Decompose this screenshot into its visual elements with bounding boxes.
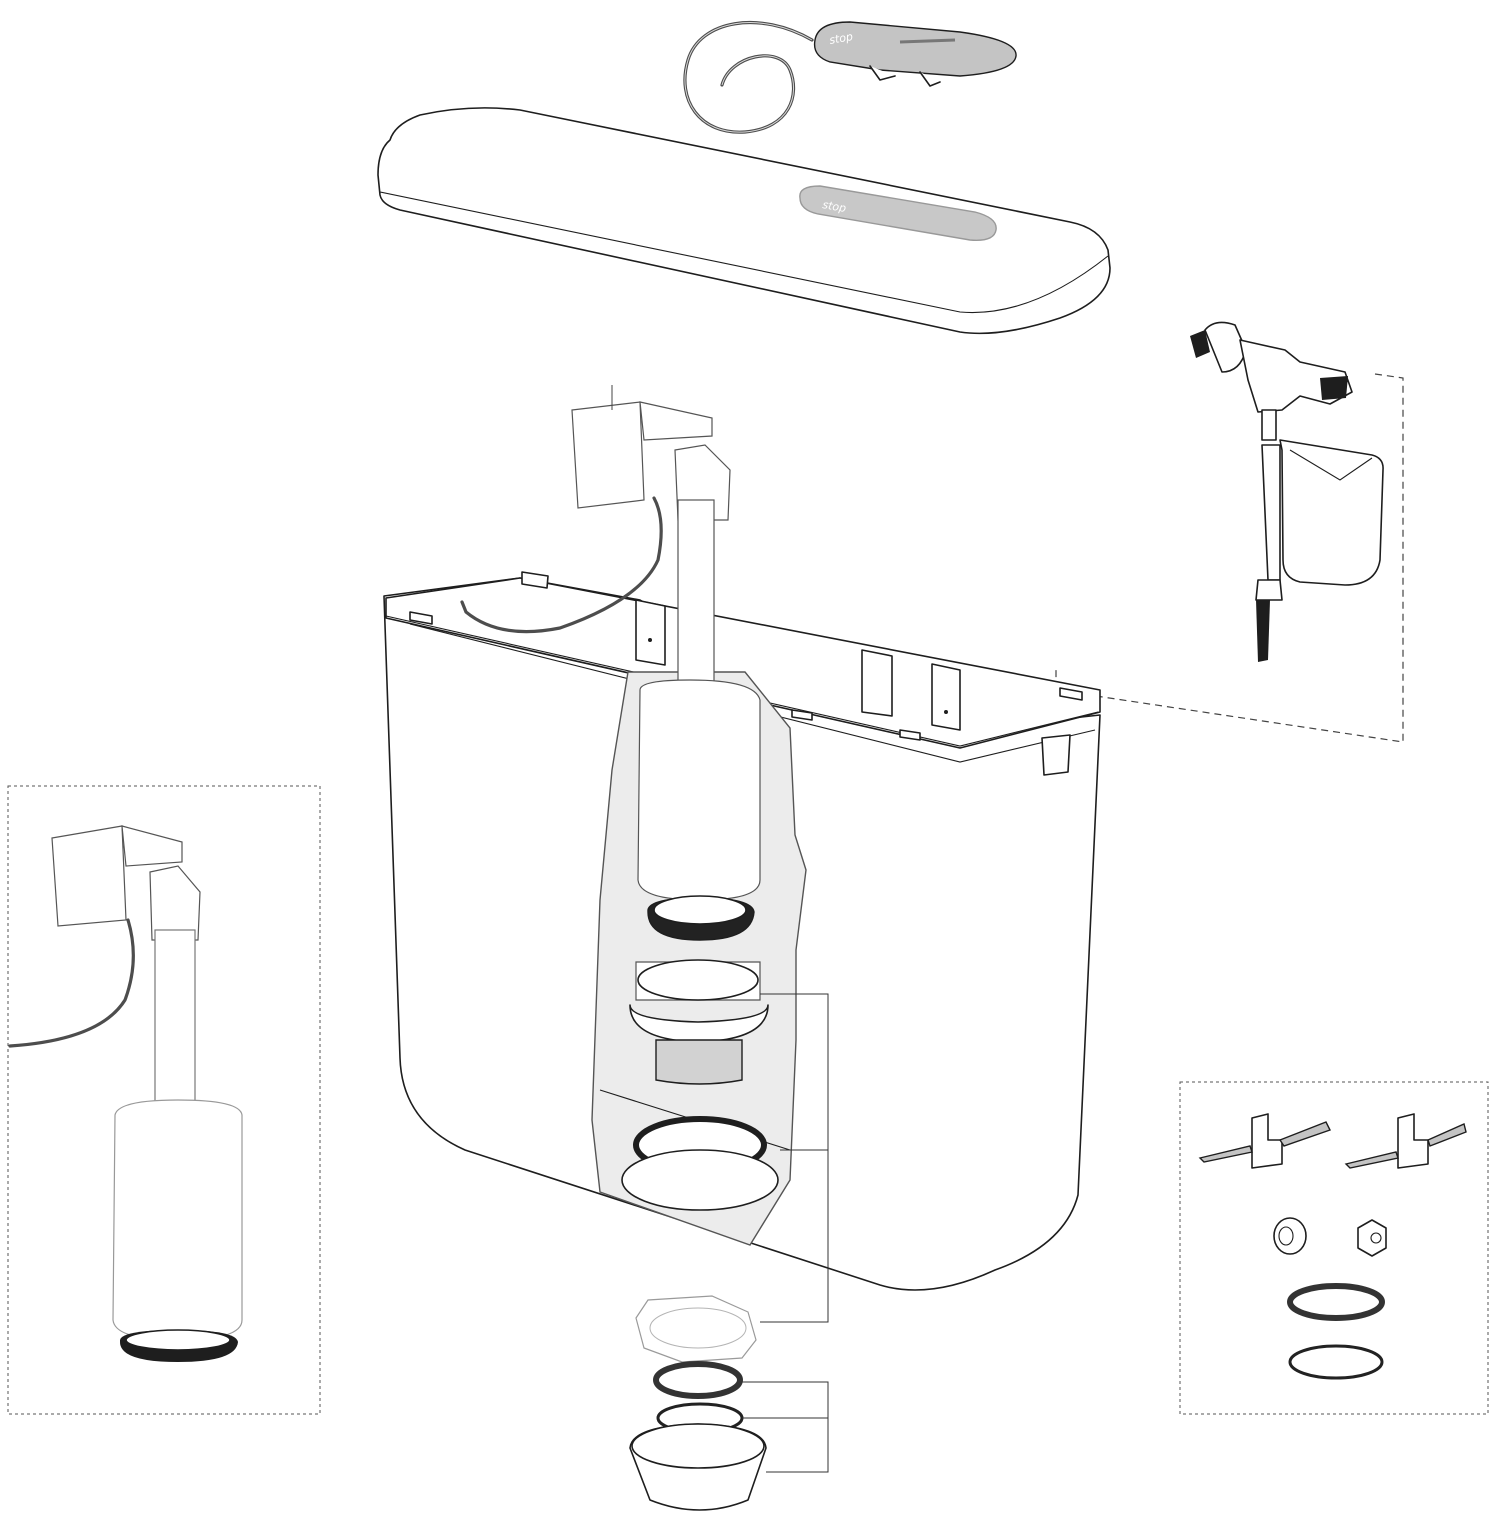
rib-hole-1: [648, 638, 652, 642]
bracket-left: [1251, 1113, 1283, 1169]
inset-head-top: [121, 825, 183, 867]
remote-flush-button: stop: [683, 20, 1017, 134]
remote-brand-text: stop: [828, 30, 854, 47]
inset-fixing-kit: [1179, 1081, 1489, 1415]
lid-body: [377, 107, 1111, 335]
kit-gasket-thin: [1288, 1344, 1384, 1380]
outlet-parts: [629, 993, 829, 1511]
remote-cable-sheen: [684, 22, 813, 133]
lid-edge: [379, 191, 1109, 314]
tank-outlet-bowl: [621, 1149, 779, 1211]
remote-button-body: [813, 21, 1017, 77]
tank-inner-rib-2: [861, 649, 893, 717]
flush-valve-cylinder: [637, 679, 761, 901]
inset-head-box: [51, 825, 127, 927]
fill-valve-body: [1261, 444, 1281, 581]
inset-cylinder: [112, 1099, 243, 1341]
inset-left-frame: [7, 785, 321, 1415]
inset-stem: [154, 929, 196, 1111]
inset-flush-valve: [7, 785, 321, 1415]
inset-cage: [149, 865, 201, 941]
flush-valve-flange: [629, 1004, 769, 1043]
flush-valve-bracket-ring: [637, 959, 759, 1001]
screw-right-1: [1344, 1151, 1399, 1169]
leader-line-connector: [742, 1381, 829, 1473]
inset-right-frame: [1179, 1081, 1489, 1415]
tank-inner-rib-3: [931, 663, 961, 731]
remote-cable: [683, 20, 814, 134]
inset-seal-inner: [125, 1329, 231, 1351]
lock-nut-hole: [649, 1307, 747, 1349]
fill-valve: [1055, 321, 1404, 743]
fill-valve-collar: [1255, 579, 1283, 601]
flush-valve-head-box: [571, 401, 645, 509]
lock-nut: [635, 1295, 757, 1363]
flush-valve-head-top: [639, 401, 713, 441]
flush-valve-thread: [655, 1039, 743, 1085]
tank-inner-rib-1: [635, 599, 666, 666]
cap-washer-1-hole: [1278, 1226, 1294, 1246]
tank-mount-lug: [1041, 734, 1071, 776]
fill-valve-spring-head: [1261, 409, 1277, 441]
cistern-lid: stop: [377, 107, 1111, 335]
fill-valve-head: [1239, 339, 1353, 413]
flush-valve: [571, 385, 779, 1211]
tank-cable: [460, 496, 663, 634]
cap-washer-1: [1273, 1217, 1307, 1255]
screw-left-1: [1198, 1145, 1253, 1163]
kit-gasket-thick: [1287, 1283, 1385, 1321]
lid-brand-text: stop: [821, 198, 847, 215]
rib-hole-2: [944, 710, 948, 714]
fill-valve-arm-dark: [1320, 376, 1348, 400]
fill-valve-float-cup: [1279, 439, 1384, 586]
flush-valve-stem: [677, 499, 715, 691]
plug-right: [1427, 1123, 1467, 1147]
lid-flush-button: [799, 185, 997, 241]
plug-left: [1278, 1121, 1331, 1147]
fill-valve-threaded-shank: [1256, 600, 1270, 662]
remote-clips: [869, 65, 941, 87]
outlet-gasket-thick: [653, 1361, 743, 1399]
tank-rim-slots: [409, 571, 1083, 741]
inset-cable: [8, 918, 135, 1048]
leader-line-lock-nut: [760, 993, 829, 1323]
remote-slot: [899, 38, 956, 44]
cap-nut: [1357, 1219, 1387, 1257]
bracket-right: [1397, 1113, 1429, 1169]
tank-rim: [385, 577, 1101, 749]
fill-valve-inlet-nut: [1204, 321, 1247, 373]
cap-nut-hole: [1370, 1232, 1382, 1244]
flush-valve-seal-inner: [653, 895, 747, 925]
tank-rim-inner-edge: [385, 615, 1099, 747]
fill-valve-inlet-thread: [1190, 330, 1210, 358]
connector-cone-rim: [631, 1423, 765, 1469]
fill-valve-float-cup-rim: [1289, 449, 1373, 481]
